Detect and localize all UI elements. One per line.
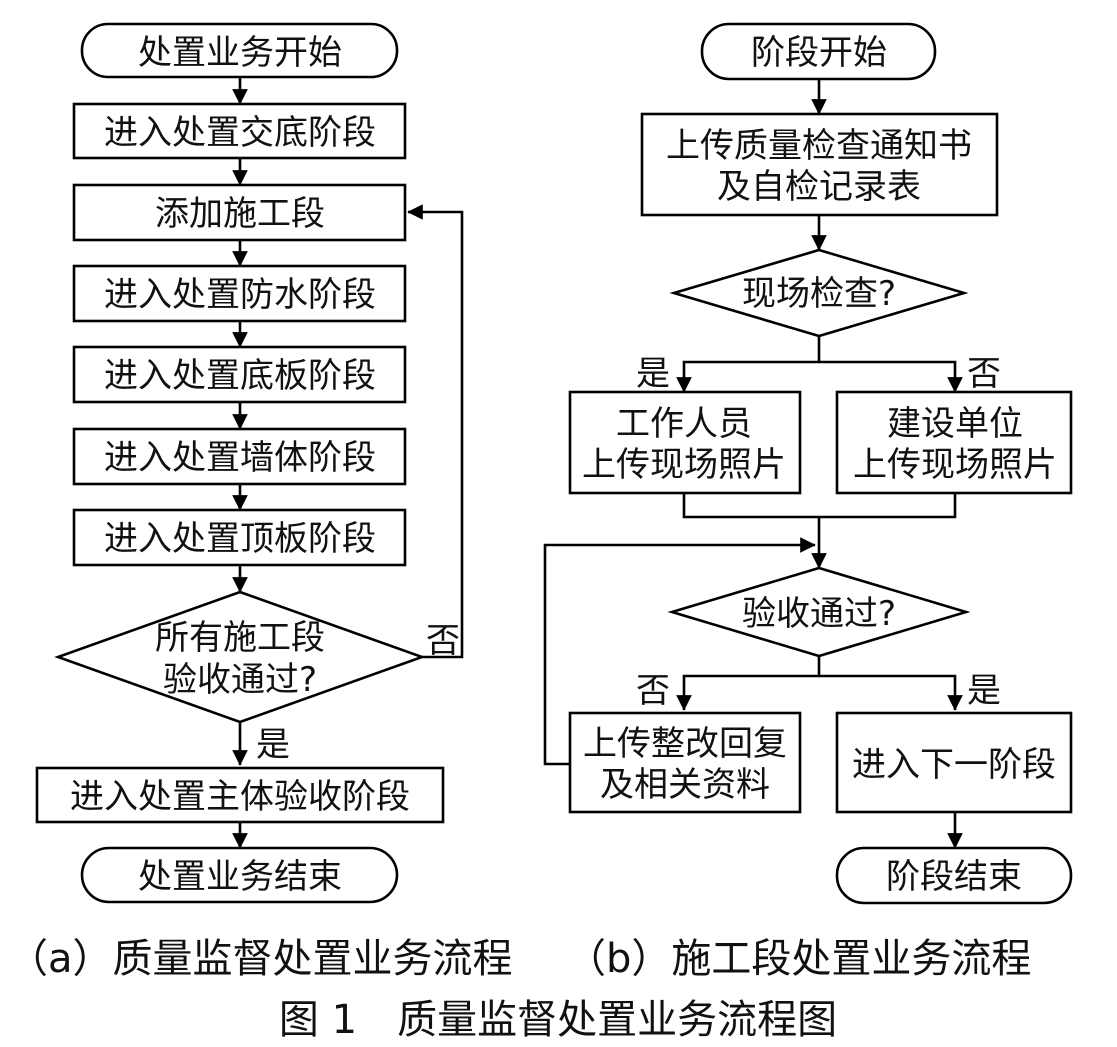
step-roof: 进入处置顶板阶段 bbox=[72, 508, 407, 567]
step-waterproof: 进入处置防水阶段 bbox=[72, 264, 407, 323]
acceptance-no-label: 否 bbox=[636, 671, 670, 711]
next-stage: 进入下一阶段 bbox=[835, 711, 1073, 814]
upload-notice: 上传质量检查通知书 及自检记录表 bbox=[640, 112, 999, 217]
rectify-upload-line1: 上传整改回复 bbox=[583, 724, 787, 764]
rectify-upload: 上传整改回复 及相关资料 bbox=[568, 711, 802, 814]
decision-all-segments: 所有施工段 验收通过? bbox=[54, 590, 426, 724]
builder-upload-photos: 建设单位 上传现场照片 bbox=[835, 390, 1073, 495]
step-disclosure: 进入处置交底阶段 bbox=[72, 102, 407, 160]
upload-notice-line1: 上传质量检查通知书 bbox=[666, 126, 972, 166]
end-label-a: 处置业务结束 bbox=[138, 857, 342, 897]
step-main-acceptance: 进入处置主体验收阶段 bbox=[35, 766, 445, 824]
step-floor-label: 进入处置底板阶段 bbox=[104, 356, 376, 396]
edge-site-check-yes bbox=[676, 336, 821, 393]
decision-yes-label-a: 是 bbox=[256, 725, 290, 765]
end-terminal-a: 处置业务结束 bbox=[80, 846, 399, 904]
diagram-b: 阶段开始 上传质量检查通知书 及自检记录表 现场检查? 是 否 工作人员 上传现… bbox=[543, 22, 1073, 905]
step-wall: 进入处置墙体阶段 bbox=[72, 427, 407, 486]
stage-end-terminal: 阶段结束 bbox=[835, 846, 1073, 905]
decision-acceptance-label: 验收通过? bbox=[742, 594, 896, 634]
acceptance-yes-label: 是 bbox=[967, 671, 1001, 711]
decision-acceptance: 验收通过? bbox=[667, 566, 971, 658]
edge-acceptance-yes bbox=[819, 674, 963, 711]
step-roof-label: 进入处置顶板阶段 bbox=[104, 519, 376, 559]
staff-upload-line2: 上传现场照片 bbox=[582, 445, 786, 485]
caption-a: （a）质量监督处置业务流程 bbox=[8, 936, 513, 982]
decision-all-segments-line2: 验收通过? bbox=[163, 660, 317, 700]
step-wall-label: 进入处置墙体阶段 bbox=[104, 438, 376, 478]
builder-upload-line2: 上传现场照片 bbox=[853, 445, 1057, 485]
decision-site-check-label: 现场检查? bbox=[742, 274, 896, 314]
stage-start-label: 阶段开始 bbox=[751, 33, 887, 73]
add-segment-label: 添加施工段 bbox=[155, 194, 325, 234]
decision-site-check: 现场检查? bbox=[669, 248, 969, 338]
upload-notice-line2: 及自检记录表 bbox=[717, 167, 921, 207]
step-main-acceptance-label: 进入处置主体验收阶段 bbox=[70, 777, 410, 817]
decision-all-segments-line1: 所有施工段 bbox=[155, 618, 325, 658]
diagram-a-edges bbox=[232, 77, 464, 849]
edge-decision-no-loop bbox=[407, 204, 464, 659]
edge-photos-merge bbox=[682, 493, 957, 519]
add-segment: 添加施工段 bbox=[72, 183, 407, 242]
diagram-b-edges bbox=[543, 79, 963, 849]
edge-site-check-no bbox=[819, 360, 963, 393]
step-waterproof-label: 进入处置防水阶段 bbox=[104, 275, 376, 315]
decision-no-label-a: 否 bbox=[426, 621, 460, 661]
edge-rectify-loop bbox=[543, 537, 816, 766]
step-disclosure-label: 进入处置交底阶段 bbox=[104, 113, 376, 153]
site-check-no-label: 否 bbox=[967, 354, 1001, 394]
start-terminal-a: 处置业务开始 bbox=[80, 22, 399, 79]
figure-caption: 图 1 质量监督处置业务流程图 bbox=[279, 997, 837, 1043]
staff-upload-line1: 工作人员 bbox=[616, 404, 752, 444]
rectify-upload-line2: 及相关资料 bbox=[600, 765, 770, 805]
stage-start-terminal: 阶段开始 bbox=[700, 22, 937, 81]
start-label-a: 处置业务开始 bbox=[138, 33, 342, 73]
next-stage-label: 进入下一阶段 bbox=[852, 745, 1056, 785]
staff-upload-photos: 工作人员 上传现场照片 bbox=[568, 390, 802, 495]
caption-b: （b）施工段处置业务流程 bbox=[566, 936, 1031, 982]
builder-upload-line1: 建设单位 bbox=[887, 404, 1023, 444]
stage-end-label: 阶段结束 bbox=[886, 857, 1022, 897]
edge-acceptance-no bbox=[676, 656, 821, 711]
diagram-a: 处置业务开始 进入处置交底阶段 添加施工段 进入处置防水阶段 进入处置底板阶段 … bbox=[35, 22, 464, 904]
step-floor: 进入处置底板阶段 bbox=[72, 345, 407, 404]
site-check-yes-label: 是 bbox=[636, 354, 670, 394]
